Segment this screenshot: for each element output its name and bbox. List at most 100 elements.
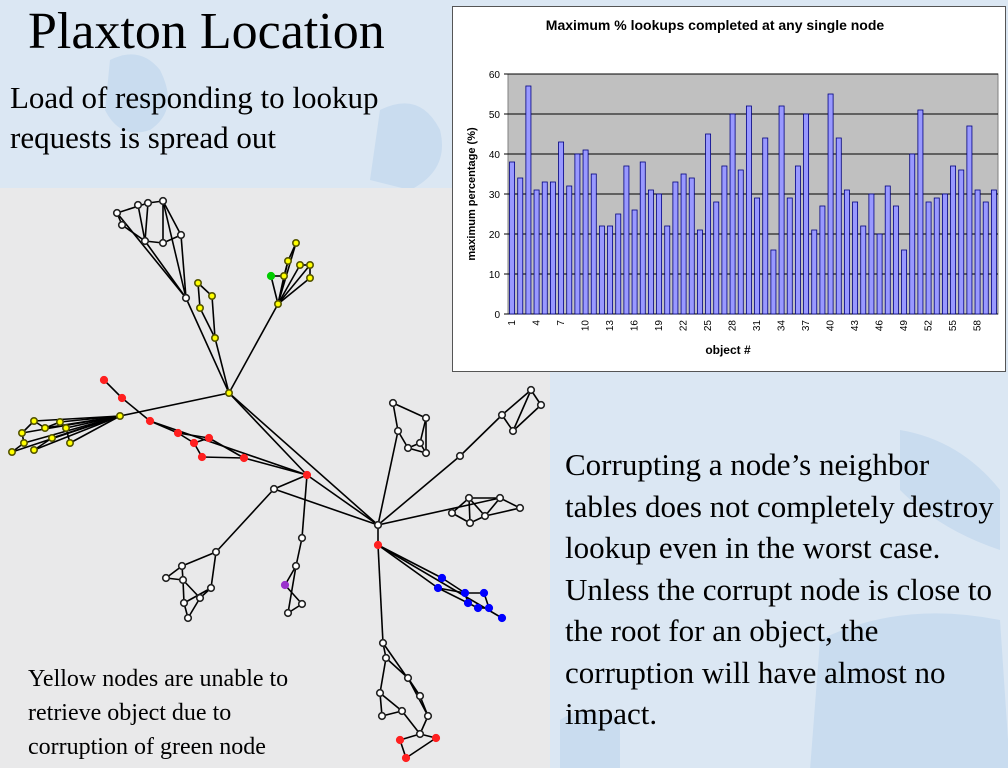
bar <box>982 201 989 315</box>
graph-edge <box>103 379 123 399</box>
graph-edge <box>201 456 245 459</box>
graph-edge <box>277 275 285 305</box>
graph-node <box>183 613 193 623</box>
graph-node <box>302 470 312 480</box>
graph-edge <box>137 204 146 242</box>
bar <box>541 181 548 315</box>
graph-edge <box>405 737 437 759</box>
bar <box>860 225 867 315</box>
bar <box>737 169 744 315</box>
graph-node <box>269 484 279 494</box>
graph-edge <box>484 507 521 517</box>
graph-edge <box>512 404 542 432</box>
y-tick-label: 10 <box>489 270 501 281</box>
bar <box>925 201 932 315</box>
graph-node <box>99 375 109 385</box>
graph-node <box>295 261 304 270</box>
graph-edge <box>214 337 230 394</box>
graph-edge <box>306 474 379 526</box>
x-tick-label: 13 <box>605 320 616 332</box>
graph-node <box>204 433 214 443</box>
bar <box>811 229 818 315</box>
graph-node <box>508 426 518 436</box>
graph-node <box>455 451 465 461</box>
bar <box>958 169 965 315</box>
graph-node <box>181 293 191 303</box>
graph-node <box>497 410 507 420</box>
graph-edge <box>301 474 308 539</box>
graph-node <box>197 452 207 462</box>
bar <box>876 233 883 315</box>
graph-node <box>377 711 387 721</box>
graph-node <box>401 753 411 763</box>
graph-edge <box>419 417 427 444</box>
bar <box>549 181 556 315</box>
graph-edge <box>401 710 421 735</box>
graph-node <box>196 304 205 313</box>
bar <box>778 105 785 315</box>
graph-edge <box>59 415 121 423</box>
graph-node <box>495 493 505 503</box>
graph-edge <box>144 202 149 242</box>
bar <box>517 177 524 315</box>
graph-edge <box>284 584 303 605</box>
bar <box>566 185 573 315</box>
graph-node <box>388 398 398 408</box>
graph-node <box>447 508 457 518</box>
x-tick-label: 25 <box>703 320 714 332</box>
bar <box>770 249 777 315</box>
graph-edge <box>277 264 311 305</box>
graph-node <box>179 598 189 608</box>
graph-node <box>8 447 17 456</box>
graph-caption: Yellow nodes are unable to retrieve obje… <box>28 666 289 760</box>
graph-node <box>178 575 188 585</box>
graph-node <box>239 453 249 463</box>
y-tick-label: 0 <box>494 310 500 321</box>
bar <box>721 165 728 315</box>
bar-chart-panel: Maximum % lookups completed at any singl… <box>452 6 1006 372</box>
graph-edge <box>379 692 403 712</box>
graph-edge <box>215 488 275 553</box>
graph-node <box>297 599 307 609</box>
y-axis-label: maximum percentage (%) <box>466 127 478 261</box>
graph-edge <box>69 415 121 444</box>
bar <box>884 185 891 315</box>
graph-node <box>117 220 127 230</box>
graph-edge <box>441 577 466 594</box>
graph-node <box>117 393 127 403</box>
bar <box>525 85 532 315</box>
graph-node <box>173 428 183 438</box>
body-text: Corrupting a node’s neighbor tables does… <box>565 447 994 731</box>
graph-node <box>61 424 70 433</box>
graph-node <box>40 424 49 433</box>
graph-node <box>479 588 489 598</box>
graph-edge <box>512 389 532 432</box>
bar <box>672 181 679 315</box>
graph-node <box>194 279 203 288</box>
graph-node <box>480 511 490 521</box>
graph-node <box>273 300 282 309</box>
x-tick-label: 28 <box>728 320 739 332</box>
bar <box>794 165 801 315</box>
x-tick-label: 49 <box>899 320 910 332</box>
graph-node <box>116 412 125 421</box>
bar <box>835 137 842 315</box>
bar <box>582 149 589 315</box>
graph-node <box>29 417 38 426</box>
graph-node <box>431 733 441 743</box>
bar <box>892 205 899 315</box>
x-tick-label: 31 <box>752 320 763 332</box>
graph-edge <box>382 642 421 697</box>
graph-node <box>140 236 150 246</box>
bar <box>680 173 687 315</box>
graph-node <box>208 292 217 301</box>
graph-node <box>484 603 494 613</box>
x-tick-label: 46 <box>875 320 886 332</box>
graph-edge <box>185 297 230 394</box>
y-tick-label: 60 <box>489 70 501 81</box>
bar <box>990 189 997 315</box>
x-tick-label: 16 <box>630 320 641 332</box>
graph-node <box>112 208 122 218</box>
graph-edge <box>181 551 217 567</box>
graph-node <box>463 598 473 608</box>
